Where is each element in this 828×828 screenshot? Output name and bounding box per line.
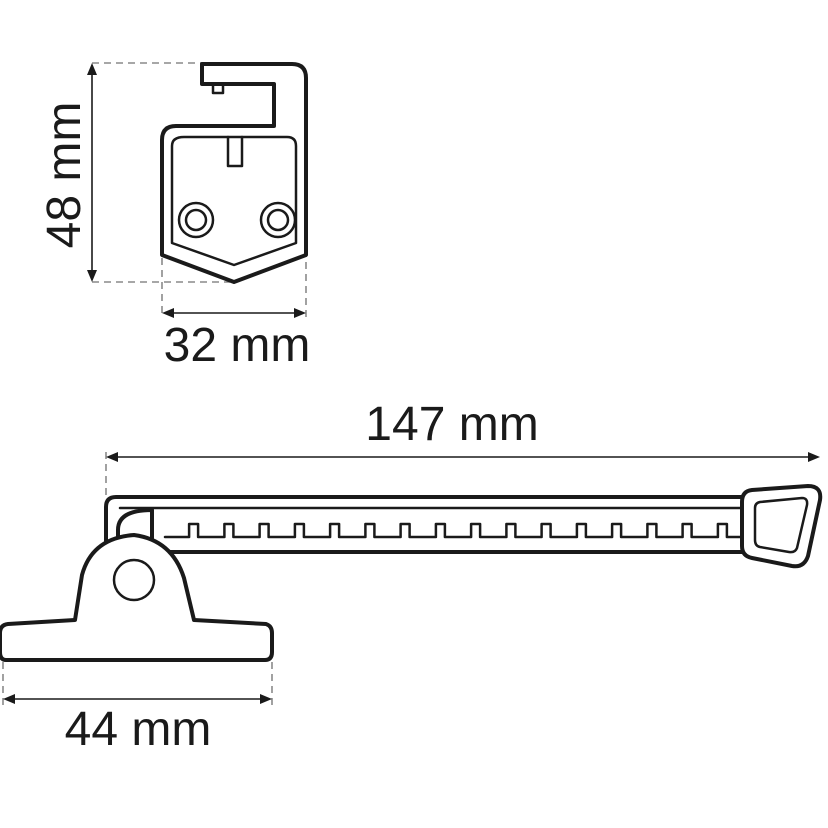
screw-hole-left-inner bbox=[184, 208, 208, 232]
stay-notches bbox=[163, 522, 750, 539]
length-label: 147 mm bbox=[365, 398, 538, 451]
bracket-slot bbox=[226, 135, 244, 168]
bracket-tab bbox=[211, 82, 225, 95]
arrow-head bbox=[162, 308, 174, 318]
screw-hole-right bbox=[259, 201, 297, 239]
stay-arm bbox=[104, 495, 762, 562]
arrow-head bbox=[260, 694, 272, 704]
screw-hole-right-inner bbox=[266, 208, 290, 232]
base-label: 44 mm bbox=[65, 703, 212, 756]
stay-handle-inner bbox=[753, 496, 809, 554]
arrow-head bbox=[3, 694, 15, 704]
width-label: 32 mm bbox=[164, 319, 311, 372]
screw-hole-left bbox=[177, 201, 215, 239]
arrow-head bbox=[87, 63, 97, 75]
bracket-view: 48 mm 32 mm bbox=[38, 62, 311, 372]
arrow-head bbox=[294, 308, 306, 318]
bracket-recess bbox=[170, 135, 298, 267]
arrow-head bbox=[808, 452, 820, 462]
stay-handle bbox=[740, 484, 823, 569]
bracket-outline bbox=[160, 62, 308, 284]
arrow-head bbox=[87, 270, 97, 282]
height-label: 48 mm bbox=[38, 102, 91, 249]
pivot-hole bbox=[112, 558, 156, 602]
pivot-base bbox=[0, 533, 274, 662]
arrow-head bbox=[106, 452, 118, 462]
stay-view: 147 mm 44 mm bbox=[0, 398, 823, 756]
